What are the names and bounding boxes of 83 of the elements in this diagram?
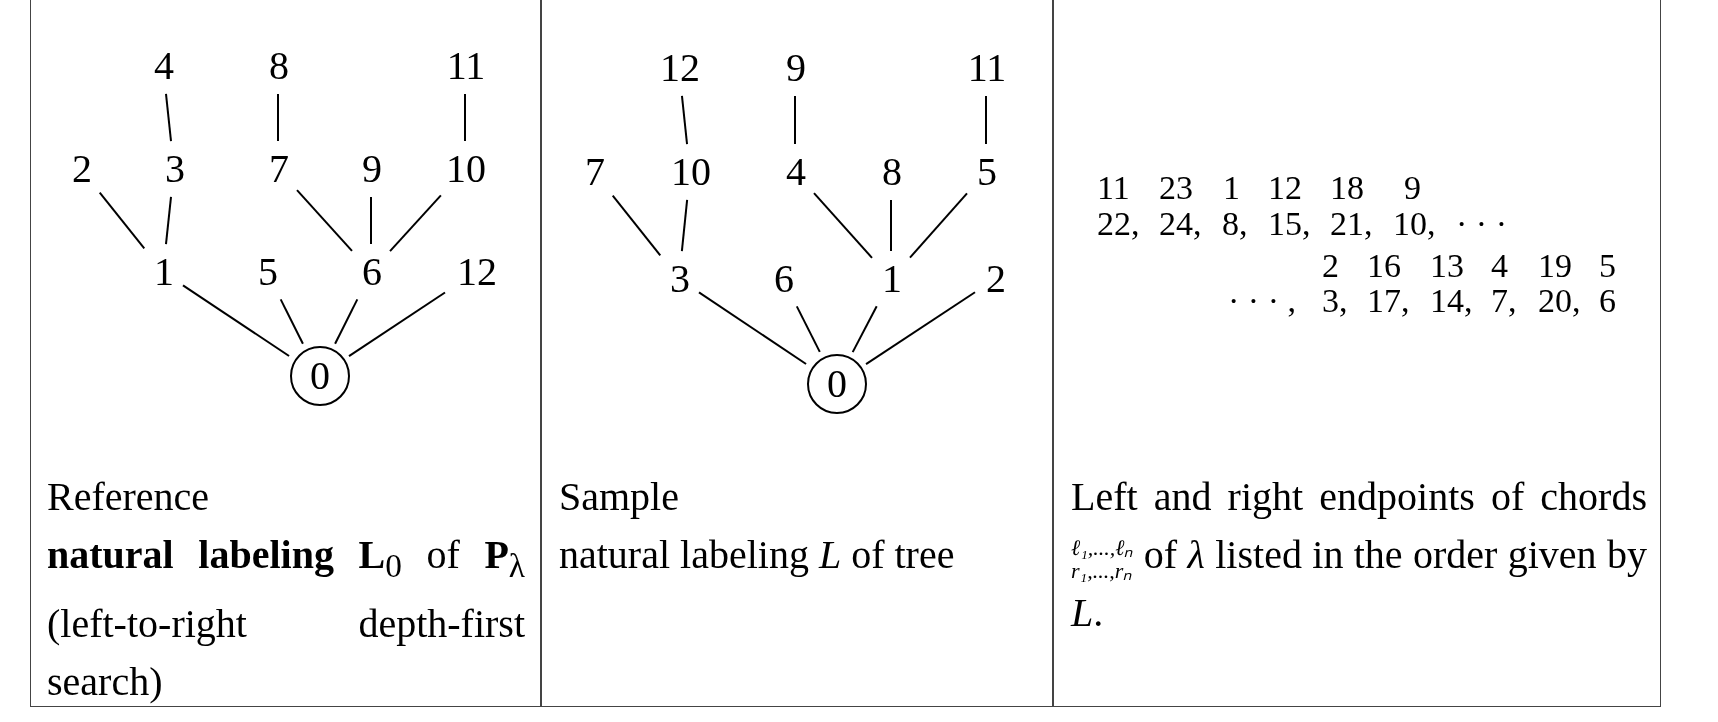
caption-heading: Reference [47,473,211,521]
endpoint-number: 7, [1491,283,1517,319]
endpoint-number: 14, [1430,283,1473,319]
node-number: 8 [264,44,294,88]
tree-edge [182,284,291,358]
endpoint-number: 3, [1322,283,1348,319]
node-number: 10 [440,147,492,191]
tree-edge [813,192,873,259]
tree-edge [909,192,968,259]
node-number: 6 [769,257,799,301]
tree-edge [165,195,172,246]
endpoint-number: 13 [1430,248,1464,284]
tree-edge [279,298,304,345]
ellipsis: · · · , [1228,283,1296,319]
endpoint-number: 15, [1268,206,1311,242]
node-number: 4 [149,44,179,88]
caption-heading: Sample [559,473,680,521]
tree-edge [680,198,689,253]
node-number: 9 [781,46,811,90]
tree-edge [334,298,359,345]
endpoint-number: 24, [1159,206,1202,242]
node-number: 8 [877,150,907,194]
tree-edge [389,194,442,253]
node-number: 2 [981,257,1011,301]
node-number: 9 [357,147,387,191]
caption-text: natural labeling L of tree [559,531,956,579]
endpoint-number: 1 [1223,170,1240,206]
tree-edge [851,305,878,354]
endpoint-number: 4 [1491,248,1508,284]
caption-text: natural labeling L$_{0}$ of P$_{λ}$ (left-to-right depth-first search) [47,531,525,706]
panel-cell [541,0,1053,707]
node-number: 5 [253,250,283,294]
node-number: 6 [357,250,387,294]
endpoint-number: 9 [1404,170,1421,206]
node-number: 3 [665,257,695,301]
endpoint-number: 16 [1367,248,1401,284]
tree-edge [611,194,662,257]
endpoint-number: 10, [1393,206,1436,242]
tree-edge [698,291,808,365]
endpoint-number: 12 [1268,170,1302,206]
endpoint-number: 11 [1097,170,1130,206]
tree-edge [865,291,976,366]
tree-edge [98,191,146,250]
endpoint-number: 18 [1330,170,1364,206]
endpoint-number: 8, [1222,206,1248,242]
endpoint-number: 20, [1538,283,1581,319]
panel-cell [1053,0,1661,707]
endpoint-number: 2 [1322,248,1339,284]
node-number: 7 [264,147,294,191]
node-number: 11 [961,46,1013,90]
endpoint-number: 6 [1599,283,1616,319]
root-node-circle: 0 [290,346,350,406]
tree-edge [680,94,689,146]
node-number: 1 [149,250,179,294]
node-number: 1 [877,257,907,301]
node-number: 3 [160,147,190,191]
node-number: 10 [665,150,717,194]
endpoint-number: 21, [1330,206,1373,242]
node-number: 12 [654,46,706,90]
node-number: 12 [451,250,503,294]
tree-edge [296,189,353,252]
tree-edge [795,305,821,353]
tree-edge [165,92,172,143]
node-number: 7 [580,150,610,194]
endpoint-number: 17, [1367,283,1410,319]
tree-edge [985,95,987,145]
panel-cell [30,0,541,707]
tree-edge [890,199,892,252]
node-number: 11 [440,44,492,88]
node-number: 5 [972,150,1002,194]
endpoint-number: 5 [1599,248,1616,284]
tree-edge [464,93,466,142]
tree-edge [794,95,796,145]
node-number: 4 [781,150,811,194]
endpoint-number: 23 [1159,170,1193,206]
root-node-circle: 0 [807,354,867,414]
endpoint-number: 22, [1097,206,1140,242]
ellipsis: · · · [1456,206,1507,242]
endpoint-number: 19 [1538,248,1572,284]
tree-edge [370,196,372,245]
node-number: 2 [67,147,97,191]
tree-edge [277,93,279,142]
tree-edge [348,291,446,358]
